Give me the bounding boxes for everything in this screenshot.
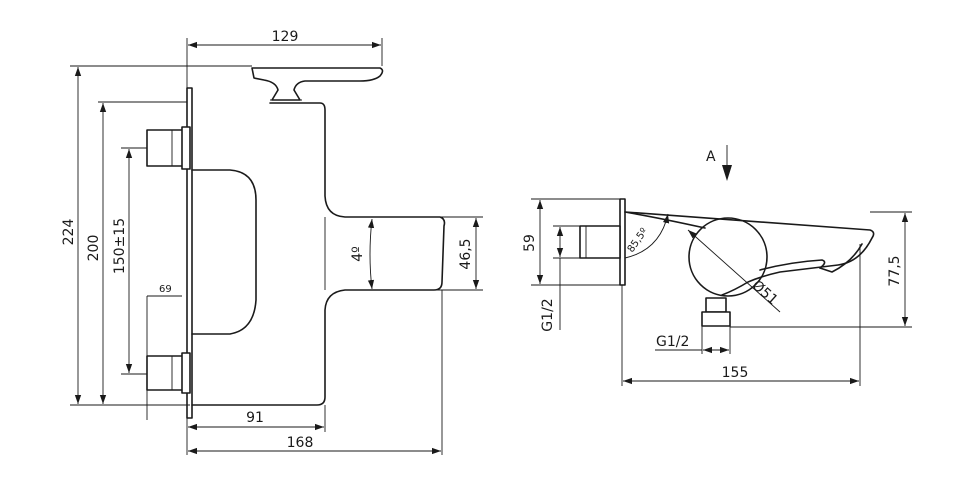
handle-lever [251, 67, 384, 101]
dim-d51: Ø51 [687, 229, 781, 313]
outlet-nozzle [701, 297, 731, 327]
dim-59: 59 [522, 198, 620, 286]
dim-129-label: 129 [272, 29, 299, 45]
dim-91-label: 91 [246, 410, 264, 426]
dim-69: 69 [146, 284, 182, 420]
dim-69-label: 69 [159, 284, 172, 295]
lower-connector [146, 352, 191, 394]
dim-155: 155 [621, 244, 861, 386]
spout-body [624, 211, 875, 296]
dim-g12-left-label: G1/2 [540, 298, 556, 331]
dim-d51-label: Ø51 [749, 277, 781, 308]
dim-224: 224 [61, 65, 252, 406]
dim-150-label: 150±15 [112, 218, 128, 274]
dim-200: 200 [86, 101, 187, 404]
mixer-cylinder [688, 217, 768, 297]
front-view: 129 224 200 150±15 69 [61, 29, 483, 455]
dim-150: 150±15 [112, 147, 147, 375]
dim-85-5-label: 85,5º [626, 226, 651, 255]
view-arrow-a: A [706, 145, 732, 181]
dim-g12-left: G1/2 [540, 225, 580, 332]
dim-g12-bottom: G1/2 [655, 326, 731, 354]
dim-77-5: 77,5 [730, 211, 912, 328]
dim-129: 129 [186, 29, 383, 88]
dim-85-5: 85,5º [624, 213, 670, 259]
dim-168-label: 168 [287, 435, 314, 451]
upper-connector [146, 126, 191, 170]
dim-4deg: 4º [350, 218, 375, 290]
side-connector [579, 225, 621, 259]
dim-168: 168 [188, 290, 443, 455]
view-arrow-a-label: A [706, 149, 716, 165]
dim-46-5-label: 46,5 [458, 238, 474, 269]
dim-224-label: 224 [61, 219, 77, 246]
dim-g12-bottom-label: G1/2 [656, 334, 689, 350]
dim-4deg-label: 4º [350, 246, 366, 262]
dim-59-label: 59 [522, 234, 538, 252]
mixer-body [191, 102, 446, 406]
wall-plate [186, 87, 193, 419]
dim-77-5-label: 77,5 [887, 255, 903, 286]
dim-91: 91 [186, 405, 326, 455]
dim-200-label: 200 [86, 235, 102, 262]
side-view: A 59 [522, 145, 912, 386]
dim-155-label: 155 [722, 365, 749, 381]
